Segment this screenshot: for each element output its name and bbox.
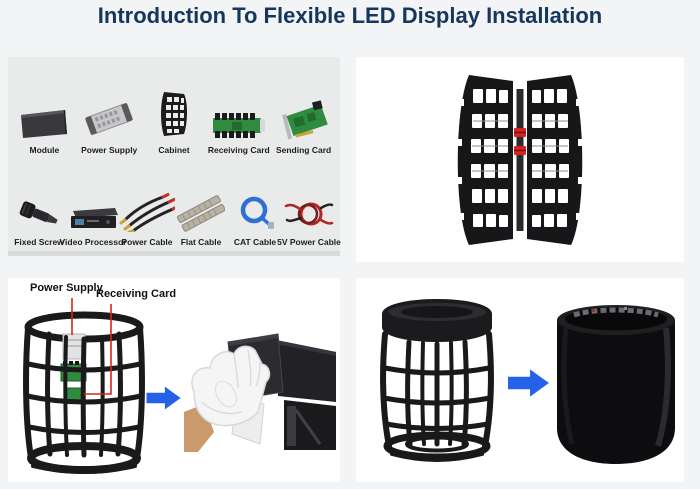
part-module: Module [12,69,77,155]
part-label: Video Processor [59,237,127,247]
part-label: 5V Power Cable [277,237,341,247]
flat-cable-icon [177,194,225,232]
cabinet-frame-image [23,311,145,474]
power-supply-icon [81,98,137,140]
part-fixed-screw: Fixed Screw [12,167,66,247]
page-title: Introduction To Flexible LED Display Ins… [97,3,603,28]
part-receiving-card: Receiving Card [206,69,271,155]
panel-finished-display [356,278,684,482]
parts-row-2: Fixed Screw Video Processor [12,167,341,247]
panel-module-install: Power Supply Receiving Card [8,278,340,482]
part-power-cable: Power Cable [119,167,175,247]
part-power-supply: Power Supply [77,69,142,155]
parts-row-1: Module [12,69,336,155]
fixed-screw-icon [17,198,61,232]
part-sending-card: Sending Card [271,69,336,155]
part-label: Module [29,145,60,155]
install-hand-image [184,333,336,452]
part-cabinet: Cabinet [142,69,207,155]
arrow-right-icon [146,386,181,410]
panel-edge-shade [8,251,340,256]
part-label: Power Cable [121,237,173,247]
part-cat-cable: CAT Cable [228,167,282,247]
frame-with-ring-image [380,299,494,462]
panel-parts-kit: Module [8,57,341,256]
video-processor-icon [66,204,120,232]
callout-leader-lines [71,298,112,395]
part-label: Receiving Card [207,145,270,155]
red-clip-icons [514,127,526,155]
finished-cylinder-image [557,305,675,464]
cabinet-icon [158,88,190,140]
receiving-card-icon [210,110,268,140]
cabinet-halves-image [457,74,583,245]
power-cable-icon [119,190,175,232]
part-label: Cabinet [158,145,190,155]
part-label: Power Supply [81,145,138,155]
five-v-power-cable-icon [284,196,334,232]
cat-cable-icon [235,194,275,232]
part-label: Flat Cable [180,237,222,247]
part-label: CAT Cable [233,237,277,247]
panel-cabinet-assembly [356,57,684,262]
part-video-processor: Video Processor [60,167,126,247]
receiving-card-callout-label: Receiving Card [96,288,177,300]
part-flat-cable: Flat Cable [174,167,228,247]
sending-card-icon [279,100,329,140]
module-icon [19,108,69,140]
part-label: Fixed Screw [14,237,64,247]
part-5v-power-cable: 5V Power Cable [277,167,341,247]
arrow-right-icon [508,369,549,397]
part-label: Sending Card [275,145,332,155]
power-supply-callout-label: Power Supply [30,282,103,294]
